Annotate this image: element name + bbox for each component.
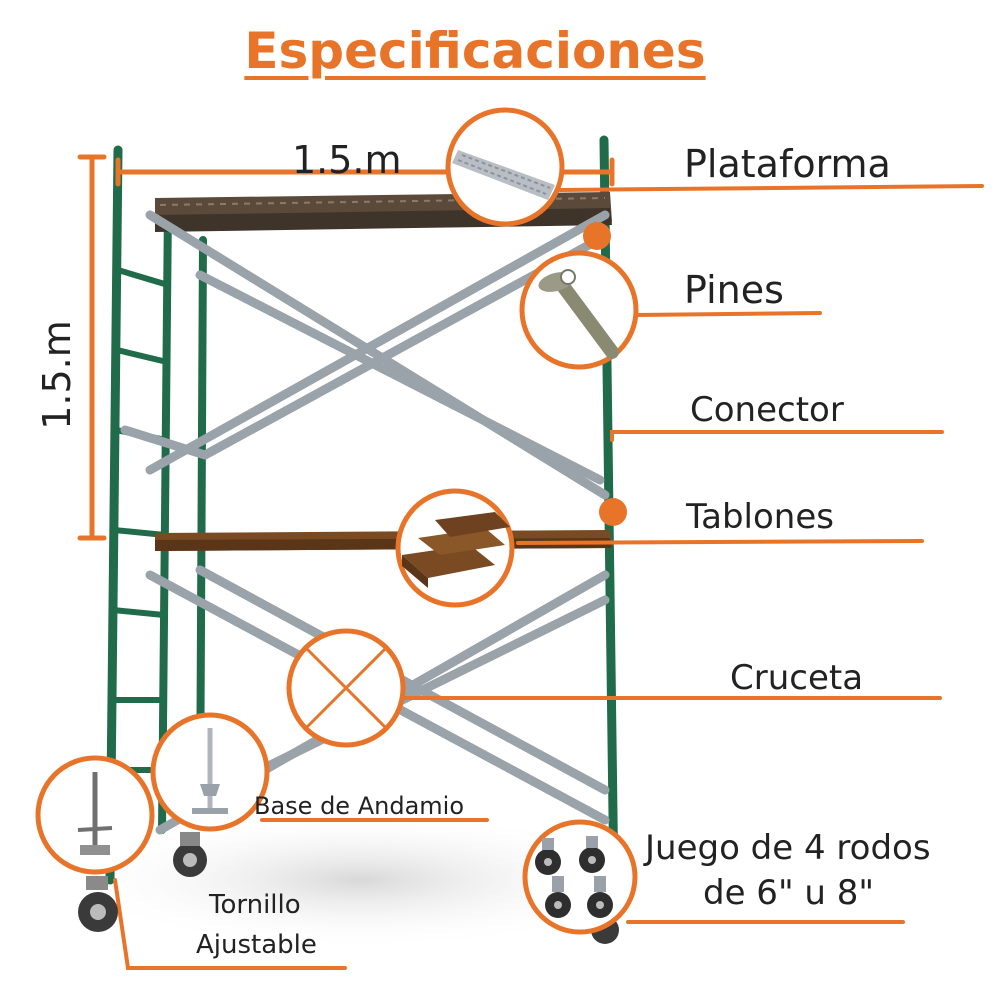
- width-dimension-label: 1.5.m: [292, 138, 402, 182]
- label-pines: Pines: [684, 268, 784, 312]
- floor-shadow: [60, 810, 660, 950]
- plataforma-callout: [445, 107, 565, 227]
- leader-pines: [634, 311, 822, 317]
- label-plataforma: Plataforma: [684, 142, 891, 186]
- label-juego-rodos-line2: de 6" u 8": [703, 873, 875, 913]
- pin-icon: [538, 269, 619, 359]
- leader-plataforma: [558, 184, 984, 192]
- label-tornillo-line2: Ajustable: [196, 930, 317, 960]
- connector-dot: [599, 498, 627, 526]
- caster-wheels-icon: [535, 836, 613, 918]
- page-title: Especificaciones: [244, 22, 706, 80]
- leader-tornillo: [113, 878, 347, 970]
- cruceta-callout: [286, 628, 406, 748]
- label-juego-rodos-line1: Juego de 4 rodos: [645, 828, 931, 868]
- base-jack-icon: [192, 728, 228, 814]
- screw-jack-icon: [77, 772, 113, 855]
- pin-dot: [583, 222, 611, 250]
- base-andamio-callout: [150, 712, 270, 832]
- leader-conector: [610, 430, 944, 442]
- upper-cross-braces: [120, 210, 610, 500]
- middle-plank: [155, 530, 612, 551]
- label-tablones: Tablones: [686, 497, 834, 537]
- caster-wheel-icon: [78, 876, 118, 932]
- label-base-de-andamio: Base de Andamio: [254, 792, 464, 820]
- leader-tablones: [516, 539, 924, 545]
- label-cruceta: Cruceta: [730, 658, 864, 698]
- pines-callout: [519, 250, 639, 370]
- label-conector: Conector: [690, 390, 844, 430]
- tablones-callout: [395, 488, 515, 608]
- rodos-callout: [522, 819, 638, 935]
- height-dimension-line: [77, 154, 107, 541]
- scaffold-wheels: [173, 832, 619, 944]
- height-dimension-label: 1.5.m: [35, 320, 79, 430]
- cross-brace-icon: [304, 646, 388, 730]
- platform-deck-icon: [452, 150, 555, 200]
- tornillo-callout: [35, 755, 155, 932]
- wood-planks-icon: [402, 512, 510, 588]
- label-tornillo-line1: Tornillo: [209, 890, 301, 920]
